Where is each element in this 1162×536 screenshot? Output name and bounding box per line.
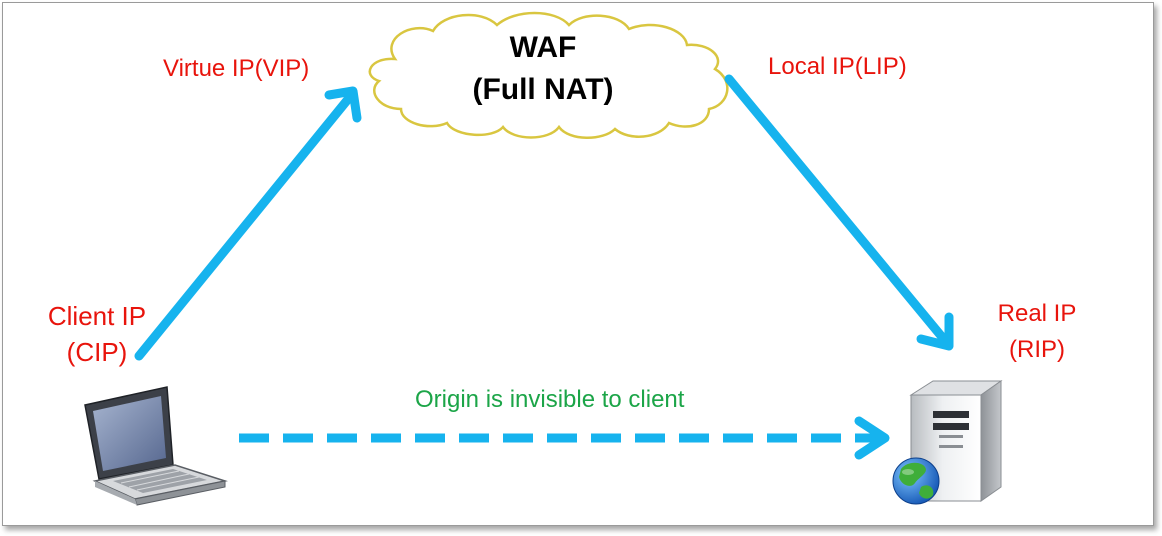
lip-label: Local IP(LIP) (768, 53, 907, 80)
vip-label: Virtue IP(VIP) (163, 55, 310, 82)
laptop-icon (84, 386, 228, 506)
client-ip-label: Client IP (47, 301, 147, 331)
waf-subtitle: (Full NAT) (472, 73, 614, 106)
arrow-client-to-waf (134, 86, 362, 361)
real-ip-abbrev: (RIP) (1009, 336, 1065, 363)
diagram-canvas (84, 11, 1003, 506)
cloud-icon (368, 11, 729, 139)
waf-title: WAF (509, 31, 577, 64)
globe-icon (892, 457, 940, 505)
real-ip-label: Real IP (997, 300, 1077, 327)
server-icon (909, 380, 1003, 502)
arrow-client-to-origin-dashed (239, 416, 890, 460)
arrow-waf-to-server (724, 74, 954, 351)
client-ip-abbrev: (CIP) (66, 337, 128, 367)
origin-invisible-note: Origin is invisible to client (415, 386, 685, 413)
diagram-frame: WAF (Full NAT) Virtue IP(VIP) Local IP(L… (2, 2, 1154, 526)
